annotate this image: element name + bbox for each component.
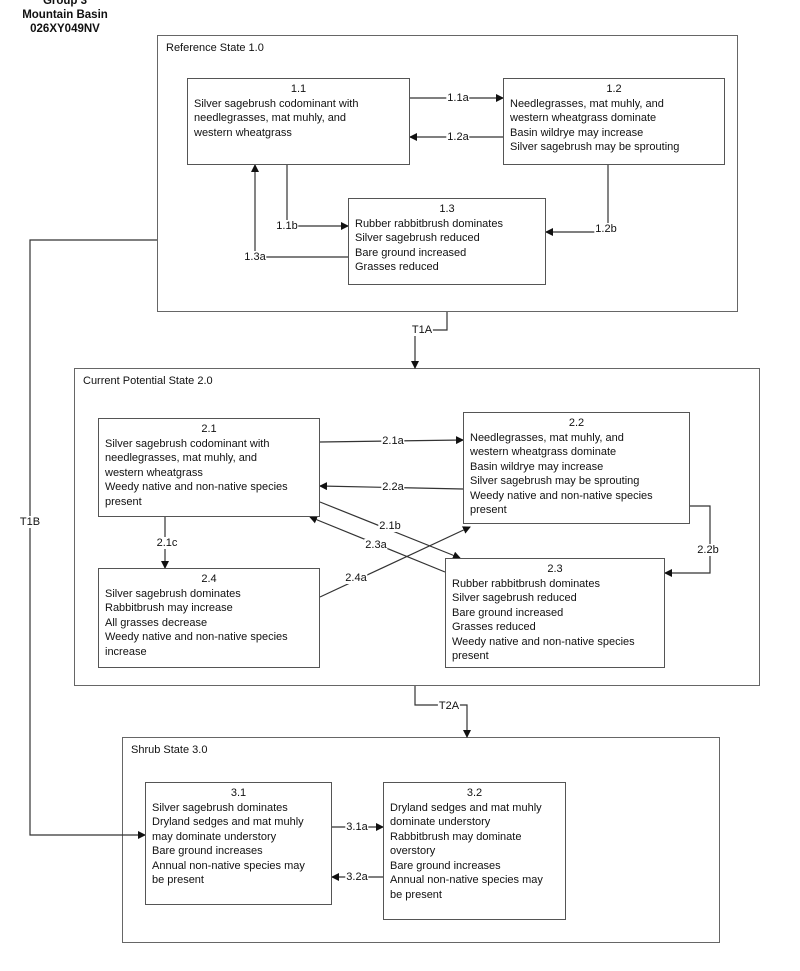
- transition-label: 3.1a: [345, 821, 369, 833]
- state-label: Reference State 1.0: [166, 42, 264, 54]
- arrow-T1B: [29, 239, 157, 839]
- community-id: 3.2: [466, 787, 483, 799]
- transition-label: 1.3a: [243, 251, 267, 263]
- community-line: Silver sagebrush may be sprouting: [470, 475, 640, 487]
- community-line: Bare ground increased: [452, 606, 564, 619]
- community-line: present: [452, 650, 489, 662]
- community-line: Grasses reduced: [452, 621, 536, 633]
- community-line: Annual non-native species may: [390, 874, 543, 886]
- community-line: Needlegrasses, mat muhly, and: [510, 97, 664, 110]
- community-1-1: 1.1 Silver sagebrush codominant with nee…: [187, 78, 410, 165]
- state-label: Shrub State 3.0: [131, 744, 208, 756]
- transition-label: 2.2b: [696, 544, 720, 556]
- community-line: be present: [390, 888, 442, 901]
- transition-label: 2.1c: [155, 537, 179, 549]
- community-line: Bare ground increases: [152, 845, 263, 857]
- community-line: western wheatgrass dominate: [470, 446, 617, 458]
- community-line: needlegrasses, mat muhly, and: [105, 452, 258, 464]
- transition-label: T1B: [18, 516, 42, 528]
- community-line: may dominate understory: [152, 830, 277, 843]
- transition-label: 2.1b: [378, 520, 402, 532]
- community-line: Silver sagebrush dominates: [152, 801, 288, 814]
- community-line: western wheatgrass: [194, 126, 292, 139]
- arrow-1-2b: [545, 165, 609, 236]
- community-line: be present: [152, 874, 204, 886]
- community-line: Silver sagebrush reduced: [452, 592, 577, 604]
- transition-label: 3.2a: [345, 871, 369, 883]
- community-line: dominate understory: [390, 816, 491, 828]
- community-1-3: 1.3 Rubber rabbitbrush dominates Silver …: [348, 198, 546, 285]
- title-line: Group 3: [42, 0, 88, 7]
- arrow-1-3a: [251, 164, 348, 258]
- community-2-2: 2.2 Needlegrasses, mat muhly, and wester…: [463, 412, 690, 524]
- community-line: increase: [105, 645, 147, 658]
- transition-label: T1A: [410, 324, 434, 336]
- title-line: 026XY049NV: [30, 23, 100, 35]
- community-line: Dryland sedges and mat muhly: [390, 801, 542, 814]
- community-line: Silver sagebrush may be sprouting: [510, 141, 680, 153]
- community-line: Weedy native and non-native species: [105, 631, 288, 643]
- community-line: Silver sagebrush reduced: [355, 232, 480, 244]
- transition-label: 2.1a: [381, 435, 405, 447]
- community-line: Bare ground increased: [355, 246, 467, 259]
- community-line: western wheatgrass dominate: [510, 112, 657, 124]
- arrow-T1A: [411, 312, 448, 369]
- arrow-2-2b: [664, 505, 711, 577]
- transition-label: T2A: [437, 700, 461, 712]
- diagram-title: Group 3 Mountain Basin 026XY049NV: [0, 0, 130, 36]
- reference-state: Reference State 1.0: [157, 35, 738, 312]
- community-line: Rubber rabbitbrush dominates: [452, 577, 600, 590]
- transition-label: 2.2a: [381, 481, 405, 493]
- community-line: Dryland sedges and mat muhly: [152, 816, 304, 828]
- community-id: 1.3: [439, 203, 455, 215]
- community-line: Rabbitbrush may dominate: [390, 830, 522, 843]
- community-id: 1.1: [290, 83, 307, 95]
- community-line: Needlegrasses, mat muhly, and: [470, 431, 624, 444]
- transition-label: 1.1a: [446, 92, 470, 104]
- title-line: Mountain Basin: [22, 9, 108, 21]
- arrow-2-4a: [319, 526, 471, 598]
- community-line: Silver sagebrush codominant with: [105, 437, 270, 450]
- community-line: needlegrasses, mat muhly, and: [194, 112, 347, 124]
- arrow-1-1b: [286, 165, 349, 230]
- community-id: 2.1: [201, 423, 217, 435]
- community-line: western wheatgrass: [105, 466, 203, 479]
- community-id: 1.2: [606, 83, 622, 95]
- community-line: Bare ground increases: [390, 859, 501, 872]
- community-line: Silver sagebrush dominates: [105, 587, 241, 600]
- transition-label: 2.3a: [364, 539, 388, 551]
- community-id: 3.1: [230, 787, 247, 799]
- community-line: Rubber rabbitbrush dominates: [355, 217, 503, 230]
- community-line: Silver sagebrush codominant with: [194, 97, 359, 110]
- community-2-4: 2.4 Silver sagebrush dominates Rabbitbru…: [98, 568, 320, 668]
- community-line: Weedy native and non-native species: [470, 489, 653, 502]
- community-line: present: [470, 504, 507, 516]
- community-line: present: [105, 495, 142, 508]
- transition-label: 1.1b: [275, 220, 299, 232]
- community-line: Weedy native and non-native species: [452, 635, 635, 648]
- community-3-1: 3.1 Silver sagebrush dominates Dryland s…: [145, 782, 332, 905]
- transition-label: 1.2a: [446, 131, 470, 143]
- community-id: 2.2: [568, 417, 585, 429]
- transition-label: 1.2b: [594, 223, 618, 235]
- shrub-state: Shrub State 3.0: [122, 737, 720, 943]
- state-label: Current Potential State 2.0: [83, 375, 213, 387]
- community-id: 2.3: [547, 563, 563, 575]
- community-2-3: 2.3 Rubber rabbitbrush dominates Silver …: [445, 558, 665, 668]
- community-line: Weedy native and non-native species: [105, 481, 288, 493]
- community-line: All grasses decrease: [105, 616, 208, 629]
- community-3-2: 3.2 Dryland sedges and mat muhly dominat…: [383, 782, 566, 920]
- community-line: Basin wildrye may increase: [470, 460, 604, 473]
- community-line: Basin wildrye may increase: [510, 126, 644, 139]
- community-line: Rabbitbrush may increase: [105, 602, 233, 614]
- community-line: Annual non-native species may: [152, 859, 305, 872]
- transition-label: 2.4a: [344, 572, 368, 584]
- community-id: 2.4: [201, 573, 217, 585]
- community-line: Grasses reduced: [355, 261, 439, 273]
- community-2-1: 2.1 Silver sagebrush codominant with nee…: [98, 418, 320, 517]
- community-1-2: 1.2 Needlegrasses, mat muhly, and wester…: [503, 78, 725, 165]
- community-line: overstory: [390, 845, 436, 857]
